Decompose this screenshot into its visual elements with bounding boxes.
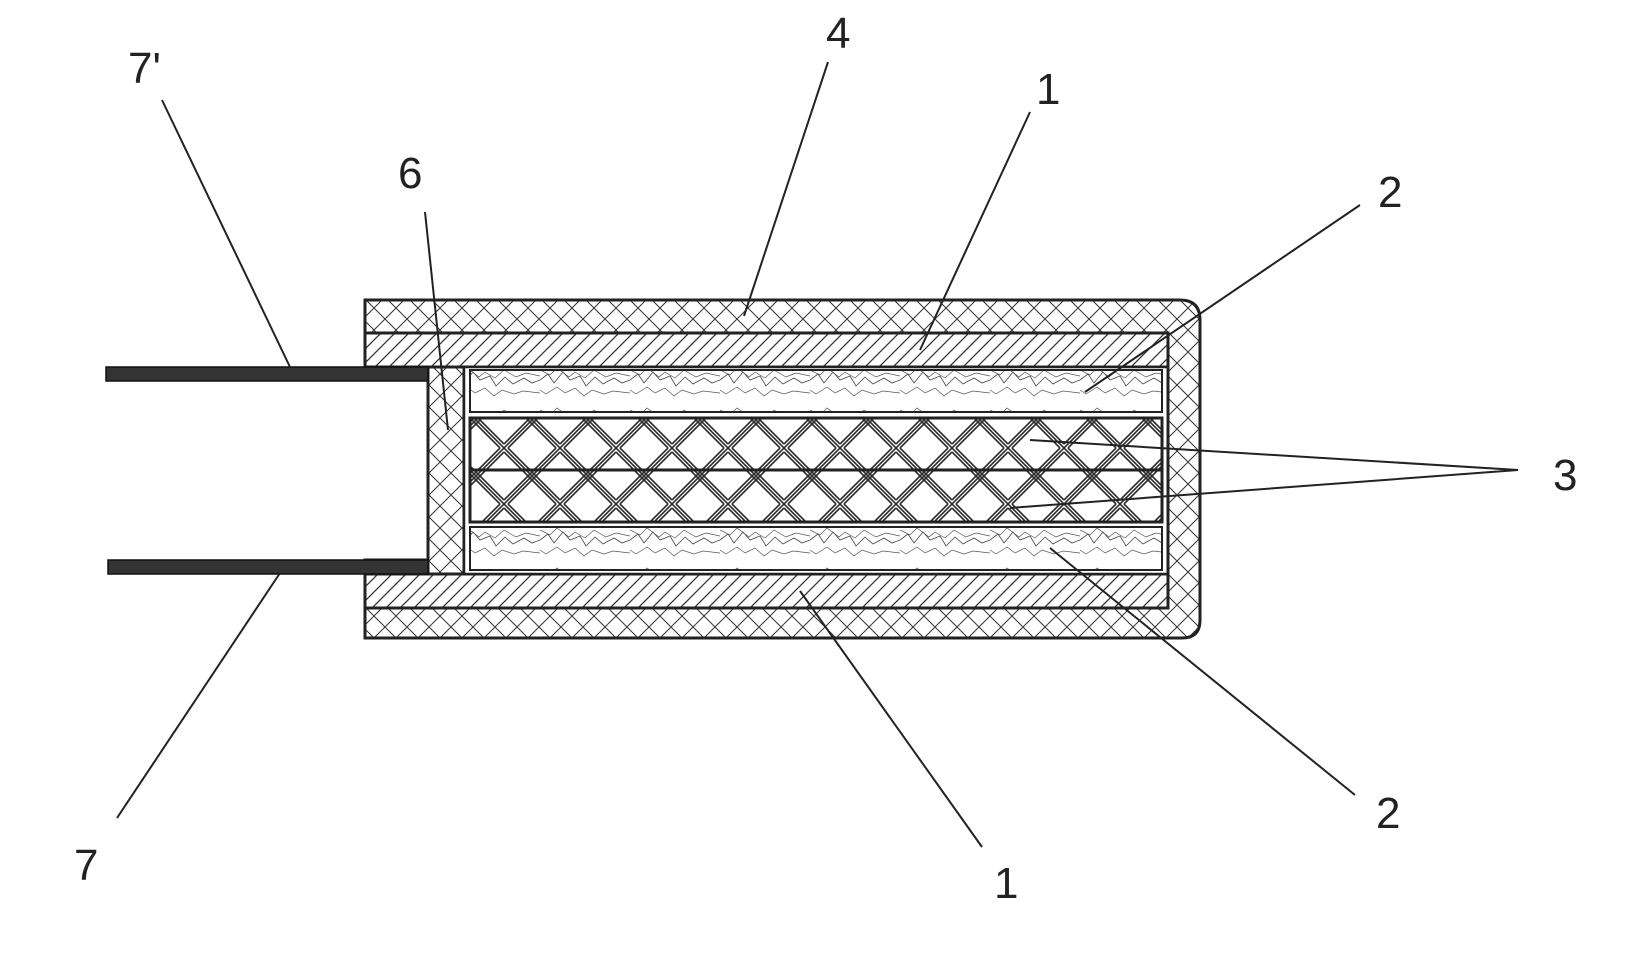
active-layer-top — [469, 369, 1163, 413]
label-1-bottom: 1 — [994, 859, 1018, 908]
label-2-top: 2 — [1378, 168, 1402, 217]
active-layer-bottom — [469, 526, 1163, 571]
lead-top — [105, 366, 429, 382]
label-7: 7 — [74, 841, 98, 890]
seal-block — [426, 365, 466, 576]
electrode-top — [363, 331, 1170, 369]
label-1-top: 1 — [1036, 65, 1060, 114]
label-6: 6 — [398, 149, 422, 198]
label-3: 3 — [1553, 451, 1577, 500]
lead-bottom — [107, 559, 429, 575]
label-4: 4 — [826, 9, 850, 58]
separator-layer-upper — [468, 416, 1164, 472]
label-2-bottom: 2 — [1376, 789, 1400, 838]
electrode-bottom — [363, 572, 1170, 610]
label-7-prime: 7' — [128, 44, 161, 93]
leader-lines — [116, 61, 1519, 848]
separator-layer-lower — [468, 468, 1164, 524]
